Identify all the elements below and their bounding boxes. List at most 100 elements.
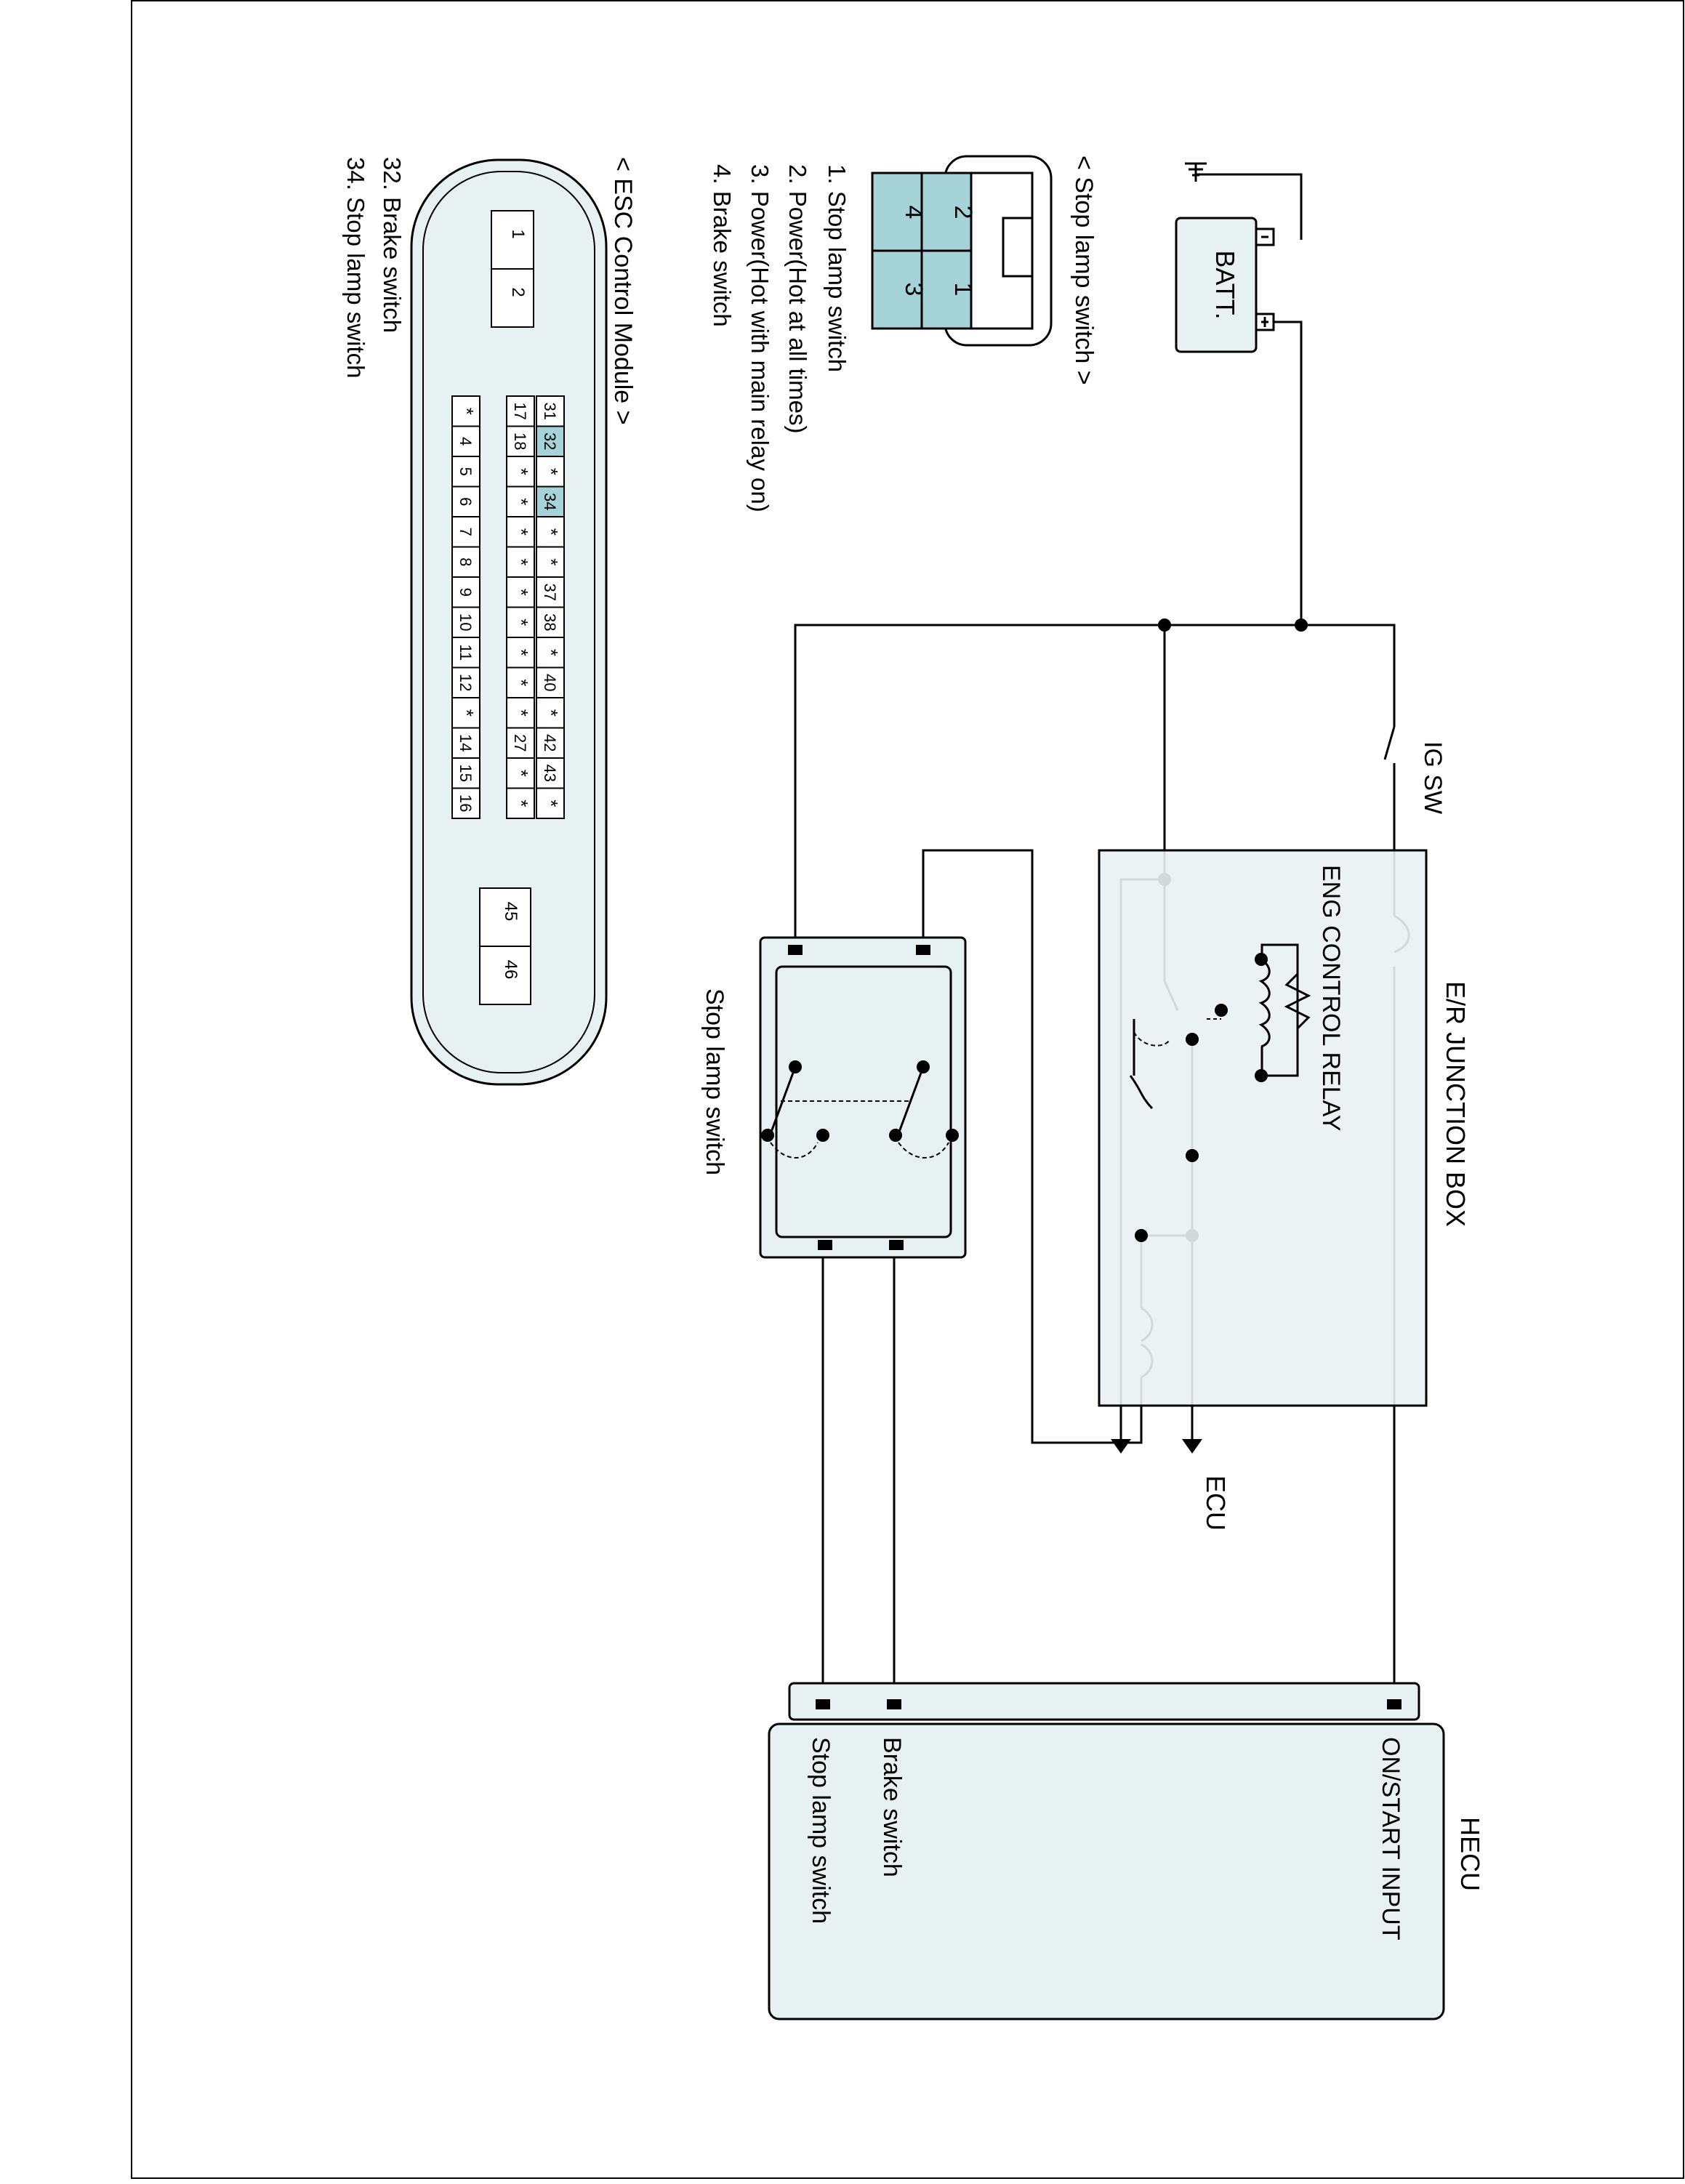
esc-pin-cell [506, 637, 535, 669]
esc-pin-label: 32 [541, 432, 559, 450]
esc-pin-label: * [510, 618, 532, 626]
hecu-title: HECU [1455, 1817, 1485, 1891]
hecu-brake: Brake switch [878, 1737, 906, 1877]
connector-pin-2: 2 [949, 206, 977, 219]
esc-pin-grid: 3132*34**3738*40*4243*1718*********27***… [451, 395, 565, 819]
esc-pin-label: 27 [511, 734, 529, 751]
esc-pin-cell [451, 456, 480, 488]
hecu-stop: Stop lamp switch [807, 1737, 835, 1924]
esc-pin-cell [536, 757, 565, 789]
esc-pin-label: * [510, 679, 532, 686]
esc-pin-label: * [510, 498, 532, 505]
esc-pin-label: * [510, 528, 532, 536]
esc-pin-label: 40 [541, 674, 559, 691]
esc-pin-label: 17 [511, 403, 529, 420]
esc-pin-label: * [510, 589, 532, 596]
junction-box-title: E/R JUNCTION BOX [1441, 981, 1471, 1227]
esc-pin-cell [506, 546, 535, 578]
esc-pin-label: * [510, 468, 532, 475]
esc-pin-cell [451, 787, 480, 819]
esc-module: < ESC Control Module > 1 2 45 46 3132*34… [342, 157, 637, 1086]
esc-pin-label: 16 [457, 794, 475, 812]
esc-pin-cell [536, 666, 565, 698]
connector-legend-1: 1. Stop lamp switch [824, 164, 850, 372]
esc-pin-label: * [540, 649, 562, 656]
relay-label: ENG CONTROL RELAY [1317, 865, 1345, 1132]
esc-pin-label: * [510, 709, 532, 717]
esc-pin-label: 12 [457, 674, 475, 691]
ecu-label: ECU [1201, 1475, 1231, 1531]
esc-pin-label: * [540, 528, 562, 536]
esc-pin-cell [536, 546, 565, 578]
esc-pin-46: 46 [501, 960, 520, 980]
esc-pin-label: 11 [457, 644, 475, 661]
esc-pin-label: * [510, 649, 532, 656]
esc-pin-label: 9 [457, 588, 475, 597]
stop-lamp-connector-title: < Stop lamp switch > [1070, 156, 1098, 385]
esc-pin-cell [506, 697, 535, 729]
stop-lamp-switch-title: Stop lamp switch [701, 988, 728, 1175]
ig-sw-label: IG SW [1419, 741, 1447, 814]
esc-pin-cell [451, 727, 480, 759]
esc-pin-label: 43 [541, 765, 559, 782]
esc-pin-label: 18 [511, 432, 529, 450]
esc-pin-cell [536, 787, 565, 819]
esc-pin-label: 5 [457, 467, 475, 476]
hecu-on-start: ON/START INPUT [1377, 1737, 1404, 1941]
esc-pin-label: 6 [457, 497, 475, 506]
connector-legend-3: 3. Power(Hot with main relay on) [747, 164, 773, 512]
esc-pin-label: 15 [457, 765, 475, 782]
esc-pin-label: * [510, 799, 532, 807]
esc-pin-label: * [456, 709, 478, 717]
esc-pin-label: * [540, 799, 562, 807]
esc-pin-label: 10 [457, 613, 475, 631]
esc-pin-label: * [456, 408, 478, 415]
esc-pin-cell [451, 606, 480, 638]
esc-pin-label: * [510, 558, 532, 565]
connector-pin-1: 1 [949, 283, 977, 297]
page-frame [131, 0, 1684, 2179]
esc-pin-label: 42 [541, 734, 559, 751]
esc-pin-cell [506, 456, 535, 488]
esc-pin-label: 34 [541, 493, 559, 510]
esc-pin-cell [451, 576, 480, 608]
battery-label: BATT. [1210, 250, 1240, 319]
esc-pin-label: 14 [457, 734, 475, 751]
esc-pin-45: 45 [501, 902, 520, 922]
esc-pin-label: 38 [541, 613, 559, 631]
esc-pin-label: * [540, 709, 562, 717]
junction-box: E/R JUNCTION BOX ENG CONTROL RELAY ECU [1098, 849, 1471, 1531]
ecu-arrows [1111, 1439, 1202, 1454]
esc-pin-label: 37 [541, 584, 559, 601]
stop-lamp-switch-schematic: Stop lamp switch [701, 936, 967, 1259]
esc-pin-1: 1 [508, 229, 528, 238]
esc-legend-32: 32. Brake switch [379, 157, 406, 333]
esc-pin-cell [451, 546, 480, 578]
connector-pin-4: 4 [900, 206, 928, 219]
esc-pin-cell [536, 637, 565, 669]
battery: BATT. [1175, 162, 1303, 625]
connector-legend-2: 2. Power(Hot at all times) [784, 164, 811, 433]
esc-pin-cell [536, 727, 565, 759]
esc-pin-cell [506, 787, 535, 819]
esc-module-title: < ESC Control Module > [609, 157, 637, 425]
esc-pin-label: 7 [457, 528, 475, 536]
esc-pin-cell [506, 666, 535, 698]
esc-pin-cell [451, 395, 480, 427]
connector-pin-3: 3 [900, 283, 928, 297]
esc-pin-cell [506, 606, 535, 638]
esc-pin-cell [506, 485, 535, 517]
esc-pin-label: 4 [457, 437, 475, 446]
esc-pin-cell [451, 485, 480, 517]
esc-pin-label: 8 [457, 557, 475, 566]
esc-pin-cell [536, 697, 565, 729]
esc-pin-cell [536, 516, 565, 548]
esc-pin-cell [536, 606, 565, 638]
stop-lamp-connector: < Stop lamp switch > 2 1 4 3 1. Stop lam… [709, 155, 1098, 512]
esc-legend-34: 34. Stop lamp switch [342, 157, 369, 378]
esc-pin-cell [506, 516, 535, 548]
esc-pin-cell [506, 395, 535, 427]
hecu: HECU ON/START INPUT Brake switch Stop la… [768, 1682, 1485, 2020]
connector-legend-4: 4. Brake switch [709, 164, 736, 327]
